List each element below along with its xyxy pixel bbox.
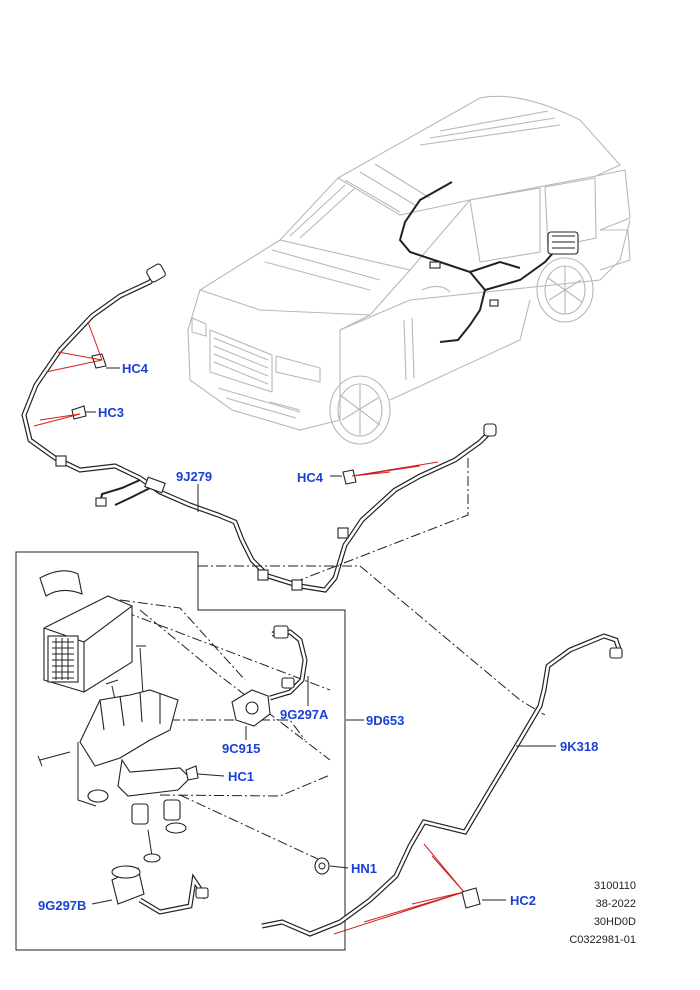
callout-hc4-right[interactable]: HC4 [297, 470, 324, 485]
callout-9g297a[interactable]: 9G297A [280, 707, 329, 722]
callout-hc1[interactable]: HC1 [228, 769, 255, 784]
leader-lines [33, 321, 465, 935]
callout-hc3[interactable]: HC3 [98, 405, 125, 420]
reference-illustration-id: C0322981-01 [569, 934, 636, 946]
callout-hc4-upper[interactable]: HC4 [122, 361, 149, 376]
hn1-nut [314, 857, 330, 875]
label-leaders [86, 367, 364, 905]
canister-assembly [37, 570, 199, 863]
reference-code: 30HD0D [593, 916, 636, 928]
reference-number: 3100110 [593, 880, 636, 892]
callout-9d653[interactable]: 9D653 [366, 713, 405, 728]
evap-box [15, 551, 346, 951]
dash-lines [119, 565, 546, 861]
reference-date: 38-2022 [595, 898, 636, 910]
callout-hn1[interactable]: HN1 [351, 861, 378, 876]
hose-9g297b [111, 865, 209, 915]
callout-9j279[interactable]: 9J279 [176, 469, 213, 484]
callout-9k318[interactable]: 9K318 [560, 739, 599, 754]
vehicle-outline [187, 95, 631, 445]
harness-9j279 [21, 263, 497, 593]
callout-hc2[interactable]: HC2 [510, 893, 537, 908]
vehicle-harness [398, 181, 579, 343]
callout-9c915[interactable]: 9C915 [222, 741, 261, 756]
callout-9g297b[interactable]: 9G297B [38, 898, 87, 913]
purge-valve [231, 625, 309, 740]
pipe-9k318 [261, 633, 623, 937]
